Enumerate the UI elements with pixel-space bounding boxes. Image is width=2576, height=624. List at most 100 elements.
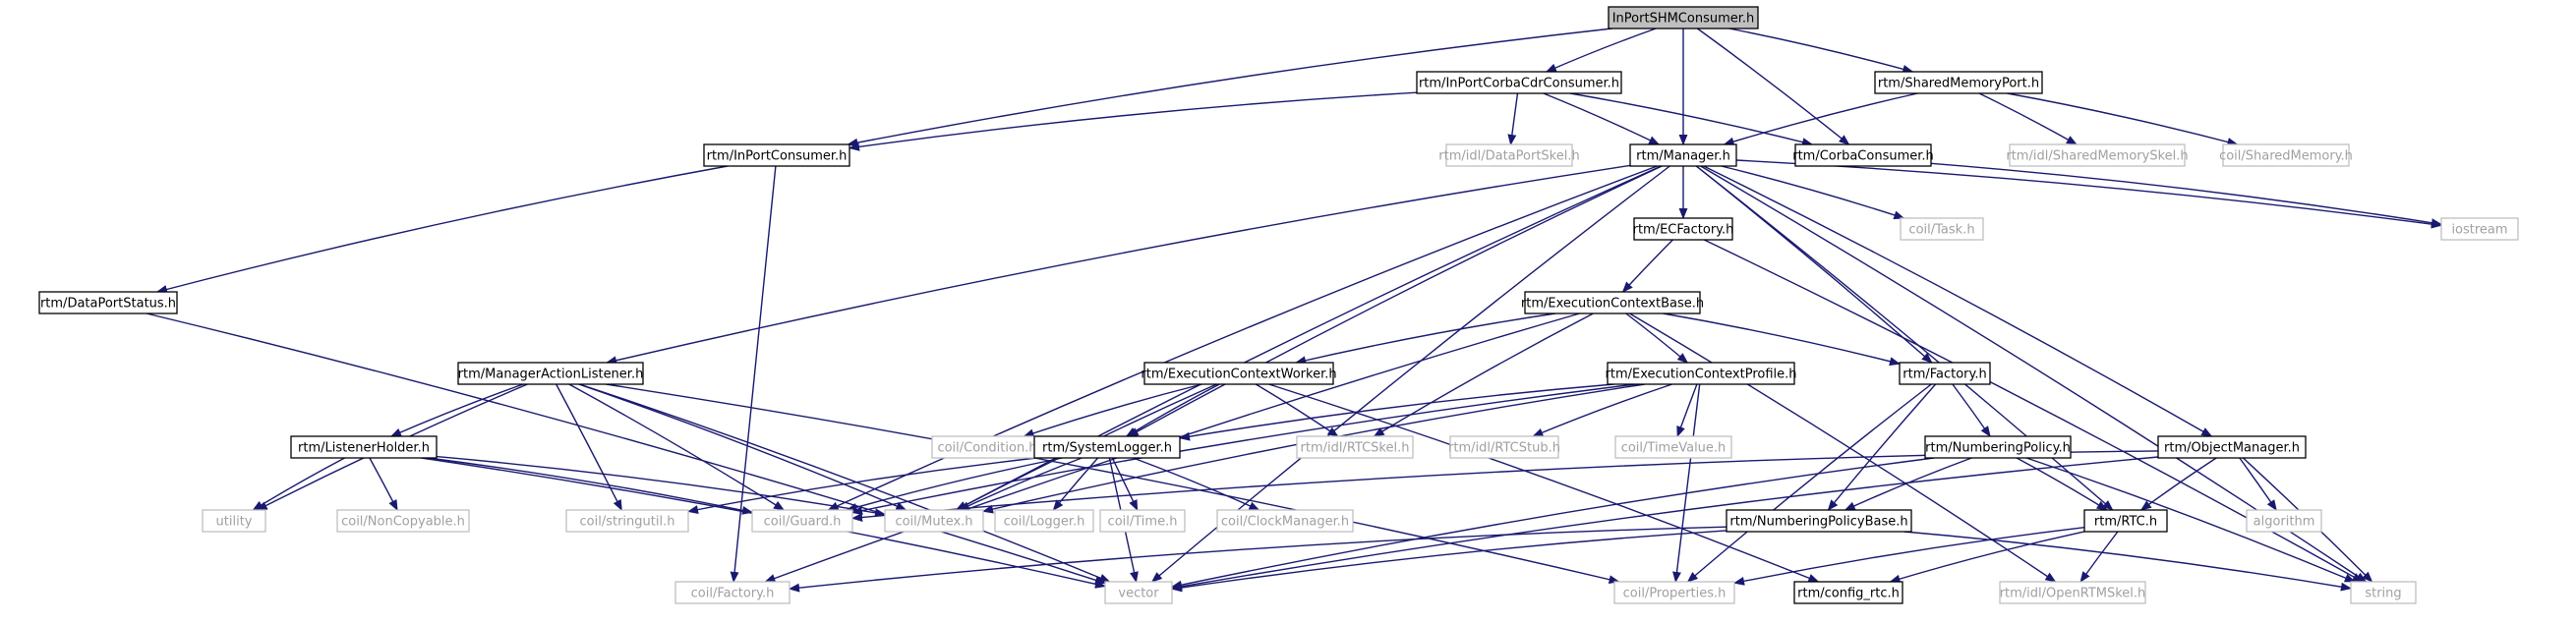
node-task: coil/Task.h bbox=[1900, 217, 1984, 241]
edge-mal-to-guard bbox=[568, 383, 786, 511]
node-shmport[interactable]: rtm/SharedMemoryPort.h bbox=[1874, 71, 2043, 94]
edge-cdr-to-corba bbox=[1569, 92, 1814, 146]
edge-root-to-shmport bbox=[1728, 28, 1914, 74]
node-label: rtm/SystemLogger.h bbox=[1042, 441, 1172, 456]
node-label: rtm/ObjectManager.h bbox=[2164, 441, 2300, 456]
node-stringutil: coil/stringutil.h bbox=[565, 509, 689, 533]
node-label: rtm/ECFactory.h bbox=[1633, 223, 1734, 238]
edge-syslogger-to-mutex bbox=[958, 457, 1083, 511]
edge-manager-to-objmanager bbox=[1703, 165, 2213, 437]
node-manager[interactable]: rtm/Manager.h bbox=[1629, 143, 1737, 167]
edge-syslogger-to-logger bbox=[1052, 457, 1099, 511]
node-label: rtm/idl/RTCStub.h bbox=[1448, 441, 1560, 456]
node-rtcskel: rtm/idl/RTCSkel.h bbox=[1296, 435, 1414, 459]
edge-ecworker-to-syslogger bbox=[1125, 383, 1220, 437]
edge-factory-to-npbase bbox=[1827, 383, 1937, 511]
node-noncopyable: coil/NonCopyable.h bbox=[336, 509, 470, 533]
node-label: coil/SharedMemory.h bbox=[2219, 149, 2353, 164]
node-label: rtm/InPortCorbaCdrConsumer.h bbox=[1419, 77, 1619, 91]
edge-cdr-to-inport bbox=[848, 91, 1418, 151]
node-inport[interactable]: rtm/InPortConsumer.h bbox=[703, 143, 850, 167]
node-objmanager[interactable]: rtm/ObjectManager.h bbox=[2157, 435, 2307, 459]
node-rtcstub: rtm/idl/RTCStub.h bbox=[1448, 435, 1560, 459]
node-numpolicy[interactable]: rtm/NumberingPolicy.h bbox=[1924, 435, 2072, 459]
edge-ecworker-to-rtcskel bbox=[1255, 383, 1339, 437]
edge-corba-to-iostream bbox=[1930, 162, 2443, 228]
node-listenerholder[interactable]: rtm/ListenerHolder.h bbox=[290, 435, 438, 459]
node-label: rtm/config_rtc.h bbox=[1797, 587, 1900, 601]
node-label: rtm/idl/RTCSkel.h bbox=[1301, 441, 1410, 456]
node-time: coil/Time.h bbox=[1099, 509, 1186, 533]
edge-ecprofile-to-guard bbox=[850, 383, 1636, 515]
edge-inport-to-dpstatus bbox=[155, 165, 729, 294]
edge-shmport-to-manager bbox=[1723, 92, 1918, 146]
node-label: rtm/ExecutionContextProfile.h bbox=[1606, 368, 1797, 382]
edge-syslogger-to-time bbox=[1111, 457, 1139, 512]
node-logger: coil/Logger.h bbox=[994, 509, 1094, 533]
node-label: rtm/ManagerActionListener.h bbox=[458, 368, 644, 382]
edge-listenerholder-to-guard bbox=[428, 457, 754, 515]
edge-ecprofile-to-props bbox=[1672, 383, 1701, 584]
node-props: coil/Properties.h bbox=[1613, 581, 1735, 604]
edge-rtc-to-configrtc bbox=[1889, 531, 2085, 584]
edge-inport-to-cfactory bbox=[730, 165, 777, 584]
node-corba[interactable]: rtm/CorbaConsumer.h bbox=[1792, 143, 1934, 167]
edge-syslogger-to-guard bbox=[846, 457, 1063, 512]
node-factory[interactable]: rtm/Factory.h bbox=[1899, 362, 1991, 385]
edge-root-to-cdr bbox=[1545, 28, 1657, 73]
edge-mal-to-listenerholder bbox=[389, 383, 524, 437]
header-nodes: InPortSHMConsumer.h rtm/InPortCorbaCdrCon… bbox=[38, 6, 2519, 604]
node-label: rtm/ListenerHolder.h bbox=[298, 441, 430, 456]
edge-factory-to-numpolicy bbox=[1952, 383, 1991, 437]
edge-ecbase-to-ecworker bbox=[1295, 312, 1556, 366]
node-label: coil/Properties.h bbox=[1623, 587, 1727, 601]
node-label: rtm/RTC.h bbox=[2094, 515, 2157, 530]
node-label: rtm/idl/DataPortSkel.h bbox=[1438, 149, 1579, 164]
edge-numpolicy-to-npbase bbox=[1844, 457, 1972, 511]
edge-mal-to-vector bbox=[579, 383, 1111, 583]
node-dpstatus[interactable]: rtm/DataPortStatus.h bbox=[38, 291, 178, 314]
edge-objmanager-to-rtc bbox=[2139, 457, 2217, 511]
node-guard: coil/Guard.h bbox=[751, 509, 853, 533]
node-ecworker[interactable]: rtm/ExecutionContextWorker.h bbox=[1141, 362, 1337, 385]
node-mal[interactable]: rtm/ManagerActionListener.h bbox=[457, 362, 644, 385]
node-label: rtm/ExecutionContextBase.h bbox=[1521, 297, 1704, 312]
edge-npbase-to-cfactory bbox=[788, 526, 1727, 593]
node-label: coil/Logger.h bbox=[1004, 515, 1085, 530]
edge-ecbase-to-rtcskel bbox=[1373, 312, 1594, 437]
edge-manager-to-rtc bbox=[1695, 165, 2114, 511]
node-npbase[interactable]: rtm/NumberingPolicyBase.h bbox=[1726, 509, 1912, 533]
node-root[interactable]: InPortSHMConsumer.h bbox=[1608, 6, 1759, 29]
node-label: rtm/NumberingPolicyBase.h bbox=[1729, 515, 1907, 530]
node-shm: coil/SharedMemory.h bbox=[2219, 143, 2353, 167]
edge-root-to-inport bbox=[847, 28, 1612, 147]
node-iostream: iostream bbox=[2440, 217, 2519, 241]
dependency-edges bbox=[146, 28, 2443, 593]
node-label: coil/ClockManager.h bbox=[1221, 515, 1349, 530]
node-label: coil/NonCopyable.h bbox=[341, 515, 465, 530]
node-label: rtm/Factory.h bbox=[1903, 368, 1987, 382]
node-label: algorithm bbox=[2254, 515, 2315, 530]
node-shmskel: rtm/idl/SharedMemorySkel.h bbox=[2006, 143, 2189, 167]
edge-cdr-to-dpskel bbox=[1507, 92, 1519, 146]
edge-rtc-to-props bbox=[1732, 527, 2085, 586]
edge-syslogger-to-stringutil bbox=[686, 457, 1037, 514]
node-label: iostream bbox=[2451, 223, 2507, 238]
node-string: string bbox=[2350, 581, 2417, 604]
node-syslogger[interactable]: rtm/SystemLogger.h bbox=[1033, 435, 1181, 459]
edge-cdr-to-manager bbox=[1543, 92, 1661, 145]
node-label: coil/Guard.h bbox=[764, 515, 842, 530]
node-label: vector bbox=[1118, 587, 1159, 601]
node-ecfactory[interactable]: rtm/ECFactory.h bbox=[1633, 217, 1734, 241]
edge-manager-to-iostream bbox=[1735, 159, 2443, 229]
node-label: rtm/ExecutionContextWorker.h bbox=[1141, 368, 1336, 382]
node-rtc[interactable]: rtm/RTC.h bbox=[2083, 509, 2168, 533]
edge-numpolicy-to-vector bbox=[1170, 457, 1935, 590]
node-ecprofile[interactable]: rtm/ExecutionContextProfile.h bbox=[1606, 362, 1797, 385]
node-cdr[interactable]: rtm/InPortCorbaCdrConsumer.h bbox=[1416, 71, 1622, 94]
node-configrtc[interactable]: rtm/config_rtc.h bbox=[1793, 581, 1903, 604]
node-label: rtm/idl/SharedMemorySkel.h bbox=[2006, 149, 2188, 164]
node-clockmgr: coil/ClockManager.h bbox=[1216, 509, 1354, 533]
node-ecbase[interactable]: rtm/ExecutionContextBase.h bbox=[1521, 291, 1704, 314]
